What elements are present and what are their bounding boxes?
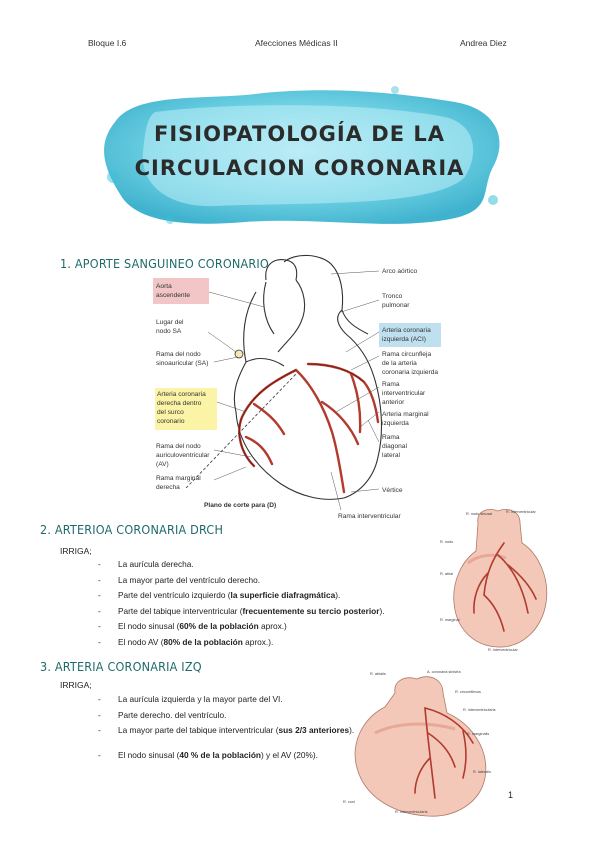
label-aci-1: Arteria coronaria [382,327,431,334]
coronary-anatomy-figure: Aorta ascendente Lugar del nodo SA Rama … [153,254,441,520]
label-aorta-1: Aorta [156,283,172,290]
list-item: Parte del ventrículo izquierdo (la super… [98,589,385,605]
section-3-heading: 3. ARTERIA CORONARIA IZQ [40,659,202,674]
label-iv-ant-2: interventricular [382,390,426,397]
header-right: Andrea Diez [460,38,507,48]
section-2-list: La aurícula derecha. La mayor parte del … [98,558,385,651]
label-iv-ant-3: anterior [382,399,405,406]
page-title-line2: CIRCULACION CORONARIA [134,156,465,180]
label-acd-2: derecha dentro [157,400,202,407]
svg-text:R. circumflexus: R. circumflexus [455,690,481,694]
svg-text:R. coni: R. coni [343,800,355,804]
label-marginal-izq-2: izquierda [382,420,409,427]
label-vertice: Vértice [382,487,403,494]
svg-text:R. marginal: R. marginal [440,618,460,622]
label-acd-4: coronario [157,418,185,425]
header-left: Bloque I.6 [88,38,127,48]
label-aci-2: izquierda (ACI) [382,336,426,343]
list-item: Parte del tabique interventricular (frec… [98,605,385,621]
leader-lines [207,270,380,511]
header-center: Afecciones Médicas II [255,38,338,48]
label-acd-3: del surco [157,409,184,416]
right-coronary-illustration: R. nodo sinusal R. interventricular R. n… [440,509,548,652]
page-number: 1 [508,790,514,800]
svg-text:R. nodo sinusal: R. nodo sinusal [466,512,492,516]
label-iv-ant-1: Rama [382,381,400,388]
label-arco: Arco aórtico [382,268,418,275]
coronary-arteries [238,362,380,494]
label-rama-marginal-1: Rama marginal [156,475,201,482]
label-circunfleja-1: Rama circunfleja [382,351,431,358]
section-2-irriga: IRRIGA; [60,546,92,556]
label-marginal-izq-1: Arteria marginal [382,411,429,418]
svg-text:R. nodo: R. nodo [440,540,453,544]
artery-outlines [238,363,365,467]
section-3-irriga: IRRIGA; [60,680,92,690]
svg-text:R. interventricularis: R. interventricularis [463,708,496,712]
list-item: La aurícula derecha. [98,558,385,574]
list-item: La aurícula izquierda y la mayor parte d… [98,693,354,709]
label-rama-av-1: Rama del nodo [156,443,201,450]
label-diagonal-1: Rama [382,434,400,441]
left-coronary-illustration: R. atrialis A. coronaria sinistra R. cir… [343,670,496,817]
svg-text:R. atrialis: R. atrialis [370,672,386,676]
svg-text:R. marginalis: R. marginalis [467,732,489,736]
section-1-heading: 1. APORTE SANGUINEO CORONARIO [60,256,269,271]
sa-node-marker [234,349,244,359]
svg-text:A. coronaria sinistra: A. coronaria sinistra [427,670,461,674]
acd-label-box [155,388,217,430]
aorta-label-box [153,278,209,304]
label-interventricular: Rama interventricular [338,513,401,520]
label-tronco-2: pulmonar [382,302,410,309]
list-item: El nodo sinusal (60% de la población apr… [98,620,385,636]
label-rama-sa-1: Rama del nodo [156,351,201,358]
label-rama-sa-2: sinoauricular (SA) [156,360,208,367]
label-diagonal-3: lateral [382,452,400,459]
section-3-list: La aurícula izquierda y la mayor parte d… [98,693,354,765]
label-diagonal-2: diagonal [382,443,407,450]
section-2-heading: 2. ARTERIOA CORONARIA DRCH [40,522,224,537]
svg-text:R. interventricular: R. interventricular [488,648,518,652]
list-item: El nodo sinusal (40 % de la población) y… [98,749,354,765]
list-item: Parte derecho. del ventrículo. [98,709,354,725]
label-rama-av-3: (AV) [156,461,169,468]
svg-text:R. lateralis: R. lateralis [473,770,491,774]
label-acd-1: Arteria coronaria [157,391,206,398]
page-title-line1: FISIOPATOLOGÍA DE LA [153,122,446,146]
svg-text:R. interventricularis: R. interventricularis [395,810,428,814]
aci-label-box [379,323,441,347]
list-item: El nodo AV (80% de la población aprox.). [98,636,385,652]
svg-text:R. interventricular: R. interventricular [506,510,536,514]
label-rama-av-2: auriculoventricular [156,452,210,459]
list-item: La mayor parte del ventrículo derecho. [98,574,385,590]
label-circunfleja-3: coronaria izquierda [382,369,438,376]
label-nodo-sa-1: Lugar del [156,319,184,326]
heart-outline [233,254,383,500]
svg-text:R. atrial: R. atrial [440,572,453,576]
label-circunfleja-2: de la arteria [382,360,417,367]
watercolor-splash [104,86,500,224]
label-rama-marginal-2: derecha [156,484,180,491]
cut-plane-line [185,373,297,489]
label-tronco-1: Tronco [382,293,403,300]
label-plano: Plano de corte para (D) [204,502,276,509]
label-nodo-sa-2: nodo SA [156,328,182,335]
list-item: La mayor parte del tabique interventricu… [98,724,354,749]
label-aorta-2: ascendente [156,292,190,299]
